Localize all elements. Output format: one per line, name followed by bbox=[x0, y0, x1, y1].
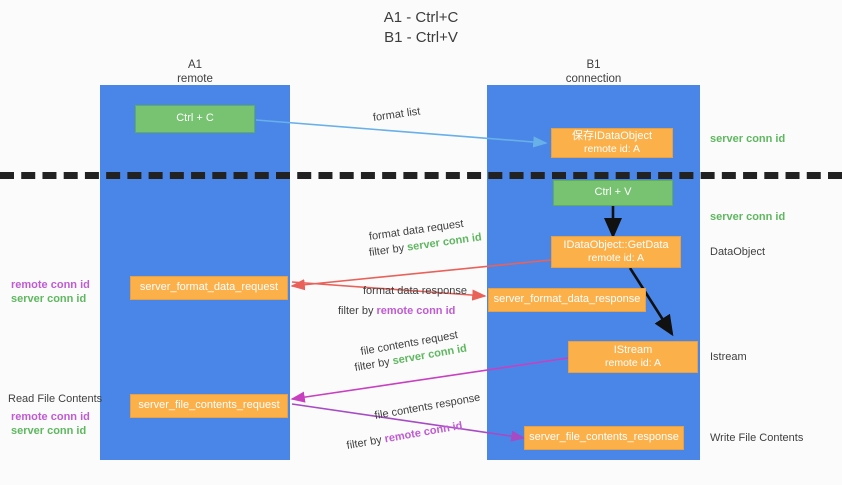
box-save-dataobject-line2: remote id: A bbox=[583, 143, 641, 155]
lane-a1-subtitle: remote bbox=[177, 73, 213, 85]
title-line-2: B1 - Ctrl+V bbox=[384, 29, 458, 46]
right-label-write-file-contents: Write File Contents bbox=[710, 432, 804, 444]
left-label-remote-conn-id-upper: remote conn id bbox=[11, 279, 90, 291]
right-label-server-conn-id-mid-text: server conn id bbox=[710, 211, 786, 223]
filter-prefix: filter by bbox=[345, 433, 386, 453]
box-ctrl-c[interactable]: Ctrl + C bbox=[135, 105, 255, 133]
box-istream-line2: remote id: A bbox=[604, 357, 662, 369]
box-istream-line1: IStream bbox=[613, 343, 653, 356]
box-getdata[interactable]: IDataObject::GetData remote id: A bbox=[551, 236, 681, 268]
right-label-istream: Istream bbox=[710, 351, 747, 363]
box-save-dataobject-line1: 保存IDataObject bbox=[571, 129, 653, 142]
edge-label-file-contents-response: file contents response bbox=[374, 391, 482, 423]
lane-header-a1: A1 remote bbox=[100, 58, 290, 86]
filter-prefix: filter by bbox=[353, 355, 394, 375]
filter-prefix: filter by bbox=[368, 241, 409, 260]
box-server-file-contents-response[interactable]: server_file_contents_response bbox=[524, 426, 684, 450]
right-label-dataobject: DataObject bbox=[710, 246, 766, 258]
box-server-file-contents-request[interactable]: server_file_contents_request bbox=[130, 394, 288, 418]
edge-label-format-data-response: format data response bbox=[363, 284, 467, 298]
box-server-file-contents-request-label: server_file_contents_request bbox=[138, 399, 280, 412]
edge-label-format-data-response-text: format data response bbox=[363, 285, 467, 297]
edge-label-format-list: format list bbox=[372, 105, 422, 125]
right-label-server-conn-id-top: server conn id bbox=[710, 132, 785, 146]
lane-b1-subtitle: connection bbox=[565, 73, 622, 85]
edge-filter-format-data-response: filter by remote conn id bbox=[338, 304, 455, 318]
left-label-server-conn-id-lower: server conn id bbox=[11, 425, 87, 437]
box-ctrl-c-label: Ctrl + C bbox=[176, 112, 214, 125]
lane-b1-title: B1 bbox=[586, 59, 601, 71]
box-istream[interactable]: IStream remote id: A bbox=[568, 341, 698, 373]
title-line-1: A1 - Ctrl+C bbox=[383, 9, 459, 26]
filter-prefix: filter by bbox=[338, 305, 377, 317]
lane-header-b1: B1 connection bbox=[487, 58, 700, 86]
box-ctrl-v[interactable]: Ctrl + V bbox=[553, 180, 673, 206]
edge-label-file-contents-response-text: file contents response bbox=[373, 391, 482, 423]
box-ctrl-v-label: Ctrl + V bbox=[594, 186, 632, 199]
box-server-file-contents-response-label: server_file_contents_response bbox=[529, 431, 679, 444]
box-getdata-line2: remote id: A bbox=[587, 252, 645, 264]
box-server-format-data-response-label: server_format_data_response bbox=[493, 293, 641, 306]
right-label-server-conn-id-mid: server conn id bbox=[710, 210, 785, 224]
box-server-format-data-request[interactable]: server_format_data_request bbox=[130, 276, 288, 300]
lane-a1-title: A1 bbox=[187, 59, 203, 71]
box-server-format-data-response[interactable]: server_format_data_response bbox=[488, 288, 646, 312]
phase-separator bbox=[0, 172, 842, 179]
filter-value-remote-conn-id: remote conn id bbox=[383, 419, 464, 446]
edge-filter-file-contents-response: filter by remote conn id bbox=[346, 419, 464, 453]
box-getdata-line1: IDataObject::GetData bbox=[563, 238, 669, 251]
right-label-server-conn-id-top-text: server conn id bbox=[710, 133, 786, 145]
left-label-read-file-contents: Read File Contents bbox=[8, 393, 103, 405]
left-label-ids-lower: remote conn id server conn id bbox=[11, 410, 90, 438]
box-save-dataobject[interactable]: 保存IDataObject remote id: A bbox=[551, 128, 673, 158]
box-server-format-data-request-label: server_format_data_request bbox=[139, 281, 279, 294]
left-label-remote-conn-id-lower: remote conn id bbox=[11, 411, 90, 423]
filter-value-remote-conn-id: remote conn id bbox=[376, 305, 456, 317]
diagram-title: A1 - Ctrl+C B1 - Ctrl+V bbox=[0, 8, 842, 48]
left-label-ids-upper: remote conn id server conn id bbox=[11, 278, 90, 306]
left-label-server-conn-id-upper: server conn id bbox=[11, 293, 87, 305]
